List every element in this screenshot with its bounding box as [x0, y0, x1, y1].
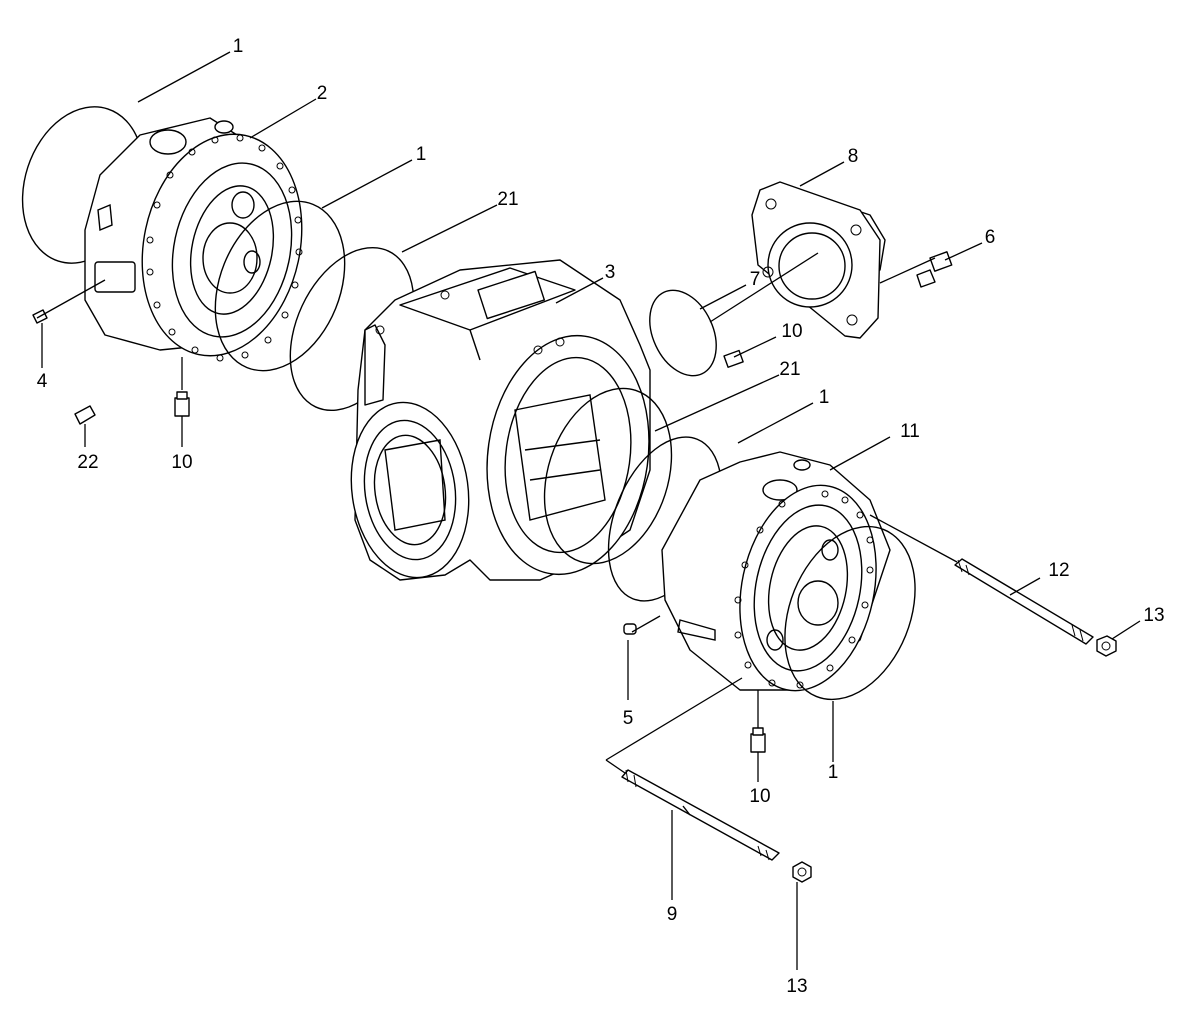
callout-2: 2 [317, 83, 328, 104]
callout-21: 21 [497, 189, 518, 210]
right-housing-bolt-holes [734, 490, 874, 689]
leader-lines [36, 51, 1141, 970]
callout-labels: 1 2 1 21 3 8 6 7 10 21 1 11 4 10 22 12 1… [37, 36, 1165, 997]
cover-part-8 [751, 181, 886, 339]
callout-4: 4 [37, 371, 48, 392]
callout-22: 22 [77, 452, 98, 473]
o-ring-21-lower [543, 387, 673, 565]
callout-3: 3 [605, 262, 616, 283]
callout-10: 10 [781, 321, 802, 342]
nut-part-13-lower [792, 861, 812, 883]
fitting-part-22 [74, 405, 96, 425]
center-housing-part-3 [350, 259, 651, 581]
o-ring-part-7 [649, 289, 717, 377]
callout-13: 13 [786, 976, 807, 997]
stud-part-12 [954, 558, 1094, 645]
callout-10: 10 [749, 786, 770, 807]
callout-1: 1 [233, 36, 244, 57]
callout-9: 9 [667, 904, 678, 925]
o-ring-1-right [784, 525, 916, 701]
callout-11: 11 [900, 421, 920, 442]
stud-part-9 [621, 769, 780, 861]
callout-5: 5 [623, 708, 634, 729]
callout-21: 21 [779, 359, 800, 380]
callout-12: 12 [1048, 560, 1069, 581]
callout-1: 1 [416, 144, 427, 165]
plug-part-10-left [174, 391, 190, 417]
bolt-part-6 [916, 251, 953, 288]
plug-part-10-upper-right [723, 349, 744, 368]
callout-8: 8 [848, 146, 859, 167]
right-housing-part-11 [661, 451, 891, 692]
plug-part-10-lower [750, 727, 766, 753]
callout-1: 1 [828, 762, 839, 783]
left-housing-bolt-holes [146, 134, 303, 362]
callout-10: 10 [171, 452, 192, 473]
left-housing-part-2 [84, 117, 303, 357]
callout-7: 7 [750, 269, 761, 290]
pin-part-5 [623, 623, 637, 635]
callout-1: 1 [819, 387, 830, 408]
o-ring-1-upper [214, 200, 346, 372]
callout-6: 6 [985, 227, 996, 248]
callout-13: 13 [1143, 605, 1164, 626]
nut-part-13-right [1096, 635, 1117, 657]
